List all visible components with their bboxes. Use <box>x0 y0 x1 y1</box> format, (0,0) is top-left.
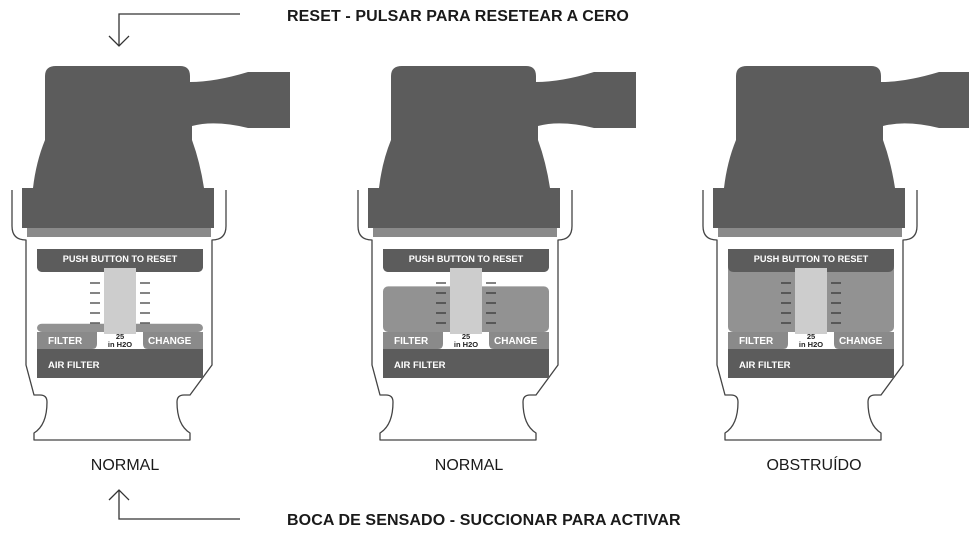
sensing-port-callout-text: BOCA DE SENSADO - SUCCIONAR PARA ACTIVAR <box>287 512 681 529</box>
sensing-port-arrow <box>108 489 240 520</box>
push-button-overlay-text: PUSH BUTTON TO RESET <box>409 254 524 264</box>
scale-value-text: 25 <box>807 332 815 341</box>
air-filter-text: AIR FILTER <box>394 360 446 371</box>
sensor-cap <box>368 66 636 228</box>
indicator-unit-2: PUSH BUTTON TO RESETPUSH BUTTON TO RESET… <box>357 66 636 441</box>
housing-outline <box>11 190 227 441</box>
air-filter-text: AIR FILTER <box>739 360 791 371</box>
scale-strip <box>104 268 136 334</box>
state-label-obstructed: OBSTRUÍDO <box>766 457 862 474</box>
change-text: CHANGE <box>839 336 883 347</box>
filter-pill <box>728 332 788 349</box>
state-label-normal-1: NORMAL <box>90 457 160 474</box>
change-pill <box>143 332 203 349</box>
reset-callout-text: RESET - PULSAR PARA RESETEAR A CERO <box>287 8 629 25</box>
change-text: CHANGE <box>494 336 538 347</box>
cap-band <box>373 228 557 237</box>
scale-value-text: 25 <box>462 332 470 341</box>
indicator-unit-1: PUSH BUTTON TO RESETPUSH BUTTON TO RESET… <box>11 66 290 441</box>
cap-band <box>718 228 902 237</box>
cap-band <box>27 228 211 237</box>
push-button-banner-overlay <box>37 249 203 272</box>
housing-outline <box>357 190 573 441</box>
sensor-cap <box>713 66 969 228</box>
reset-arrow <box>108 13 240 47</box>
push-button-banner-overlay <box>383 249 549 272</box>
air-filter-text: AIR FILTER <box>48 360 100 371</box>
air-filter-bar <box>383 349 549 378</box>
filter-pill <box>383 332 443 349</box>
change-pill <box>834 332 894 349</box>
sensor-cap <box>22 66 290 228</box>
push-button-banner-overlay <box>728 249 894 272</box>
filter-text: FILTER <box>48 336 83 347</box>
change-text: CHANGE <box>148 336 192 347</box>
scale-unit-text: in H2O <box>454 340 478 349</box>
filter-text: FILTER <box>739 336 774 347</box>
filter-text: FILTER <box>394 336 429 347</box>
scale-unit-text: in H2O <box>799 340 823 349</box>
air-filter-bar <box>37 349 203 378</box>
filter-pill <box>37 332 97 349</box>
air-filter-bar <box>728 349 894 378</box>
change-pill <box>489 332 549 349</box>
indicator-unit-3: PUSH BUTTON TO RESETPUSH BUTTON TO RESET… <box>702 66 969 441</box>
scale-strip <box>795 268 827 334</box>
scale-unit-text: in H2O <box>108 340 132 349</box>
scale-value-text: 25 <box>116 332 124 341</box>
housing-outline <box>702 190 918 441</box>
state-label-normal-2: NORMAL <box>434 457 504 474</box>
scale-strip <box>450 268 482 334</box>
push-button-overlay-text: PUSH BUTTON TO RESET <box>63 254 178 264</box>
push-button-overlay-text: PUSH BUTTON TO RESET <box>754 254 869 264</box>
